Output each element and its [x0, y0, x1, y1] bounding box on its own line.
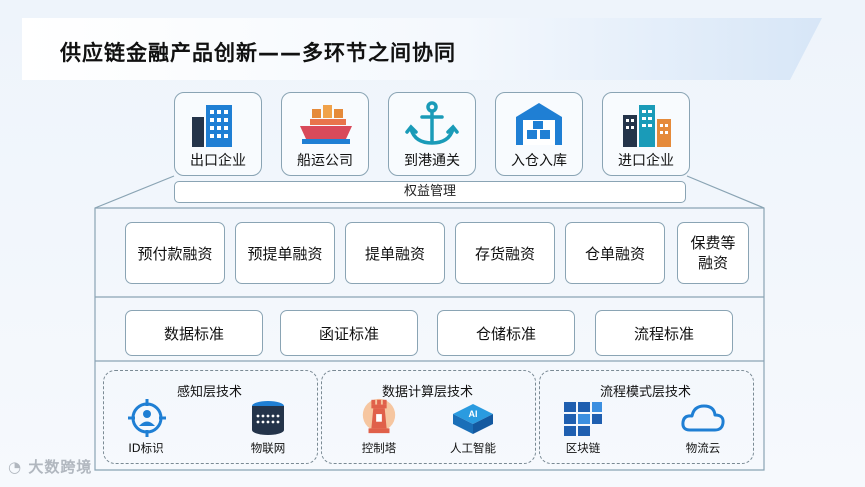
entity-import-company: 进口企业: [602, 92, 690, 176]
entity-label: 出口企业: [190, 153, 246, 169]
tech-title-perception: 感知层技术: [176, 385, 242, 400]
product-warehouse-receipt-financing: 仓单融资: [565, 222, 665, 284]
standard-process: 流程标准: [595, 310, 733, 356]
tech-title-data-computing: 数据计算层技术: [381, 385, 473, 400]
tech-group-data-computing: [321, 370, 536, 464]
ai-chip-icon: AI: [453, 404, 493, 434]
watermark-text: 大数跨境: [28, 458, 93, 476]
control-tower-icon: [362, 398, 396, 434]
tech-group-process-mode: [539, 370, 754, 464]
entity-label: 入仓入库: [511, 153, 567, 169]
warehouse-icon: [516, 103, 562, 145]
page-title: 供应链金融产品创新——多环节之间协同: [60, 41, 456, 65]
title-banner: [22, 18, 822, 80]
entity-shipping-company: 船运公司: [281, 92, 369, 176]
blockchain-cubes-icon: [564, 402, 602, 436]
entity-port-customs: 到港通关: [388, 92, 476, 176]
product-prepayment-financing: 预付款融资: [125, 222, 225, 284]
rights-management-bar: 权益管理: [174, 181, 686, 203]
watermark-logo-icon: ◔: [8, 458, 23, 476]
tech-label-blockchain: 区块链: [565, 441, 601, 455]
product-insurance-financing: 保费等 融资: [677, 222, 749, 284]
tech-label-iot: 物联网: [250, 441, 286, 455]
svg-text:AI: AI: [469, 409, 478, 419]
tech-label-id: ID标识: [128, 441, 164, 455]
entity-label: 进口企业: [618, 153, 674, 169]
tech-title-process-mode: 流程模式层技术: [599, 385, 691, 400]
product-bill-of-lading-financing: 提单融资: [345, 222, 445, 284]
product-pre-bill-financing: 预提单融资: [235, 222, 335, 284]
entity-warehouse-entry: 入仓入库: [495, 92, 583, 176]
cargo-ship-icon: [300, 105, 352, 144]
entity-label: 到港通关: [404, 153, 460, 169]
entity-export-company: 出口企业: [174, 92, 262, 176]
anchor-icon: [405, 101, 459, 145]
tech-label-logistics-cloud: 物流云: [685, 441, 721, 455]
office-building-icon: [192, 105, 232, 147]
standard-confirmation: 函证标准: [280, 310, 418, 356]
iot-device-icon: [252, 401, 284, 435]
tech-group-perception: [103, 370, 318, 464]
standard-warehousing: 仓储标准: [437, 310, 575, 356]
id-target-icon: [128, 399, 166, 437]
city-buildings-icon: [623, 105, 671, 147]
entity-label: 船运公司: [297, 153, 353, 169]
cloud-icon: [681, 404, 725, 432]
watermark: ◔ 大数跨境: [8, 456, 92, 477]
tech-label-control-tower: 控制塔: [361, 441, 397, 455]
tech-label-ai: 人工智能: [450, 441, 496, 455]
standard-data: 数据标准: [125, 310, 263, 356]
product-inventory-financing: 存货融资: [455, 222, 555, 284]
